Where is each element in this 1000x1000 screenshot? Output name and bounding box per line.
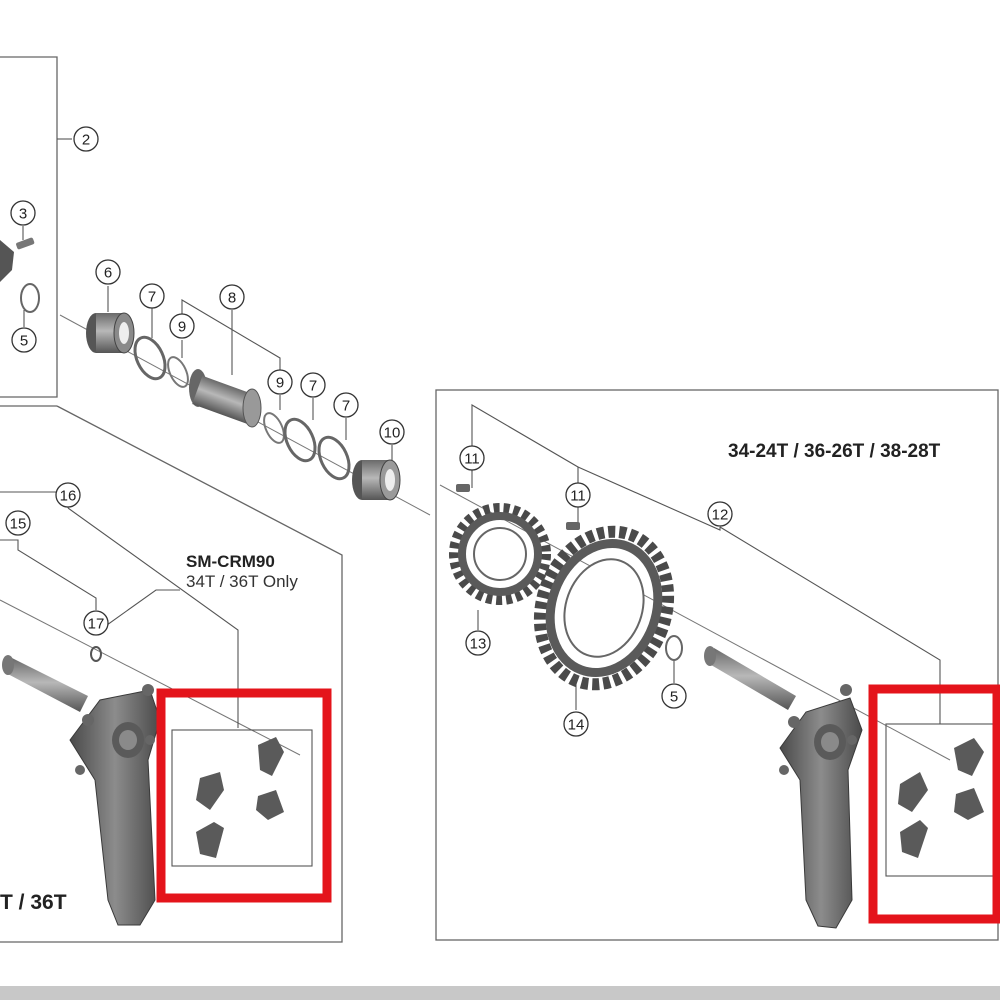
- bottom-bracket-sleeve: [189, 369, 262, 428]
- svg-text:15: 15: [10, 516, 27, 533]
- right-panel-frame: [435, 389, 999, 941]
- callout-10: 10: [379, 419, 405, 445]
- callout-7a: 7: [139, 283, 165, 309]
- svg-text:9: 9: [178, 319, 186, 336]
- svg-text:6: 6: [104, 265, 112, 282]
- right-bolt-caps: [898, 738, 984, 858]
- svg-text:5: 5: [20, 333, 28, 350]
- callout-8: 8: [219, 284, 245, 310]
- svg-text:11: 11: [464, 451, 480, 468]
- left-crank-arm: [2, 655, 161, 926]
- callout-7c: 7: [333, 392, 359, 418]
- spacer-ring-7a: [133, 335, 167, 381]
- svg-text:11: 11: [570, 488, 586, 505]
- svg-text:13: 13: [470, 636, 487, 653]
- callout-15: 15: [5, 510, 31, 536]
- o-ring-5-right: [665, 635, 683, 661]
- svg-text:17: 17: [88, 616, 105, 633]
- svg-text:8: 8: [228, 290, 236, 307]
- callout-5-right: 5: [661, 683, 687, 709]
- callout-9b: 9: [267, 369, 293, 395]
- callout-3: 3: [10, 200, 36, 226]
- chainring-bolts: [456, 484, 580, 530]
- crank-arm-edge-part: [0, 240, 14, 282]
- left-bolt-caps: [196, 737, 284, 858]
- o-ring-part: [20, 283, 40, 313]
- callout-11b: 11: [565, 482, 591, 508]
- svg-text:16: 16: [60, 488, 77, 505]
- small-washer-17: [90, 646, 102, 662]
- callout-5-left: 5: [11, 327, 37, 353]
- spacer-ring-9b: [263, 412, 285, 444]
- callout-6: 6: [95, 259, 121, 285]
- top-left-panel-frame: [0, 56, 58, 398]
- right-crank-arm: [704, 646, 863, 929]
- svg-text:9: 9: [276, 375, 284, 392]
- svg-text:12: 12: [712, 507, 729, 524]
- callout-9a: 9: [169, 313, 195, 339]
- model-label: SM-CRM90: [186, 552, 275, 571]
- svg-text:3: 3: [19, 206, 27, 223]
- right-teeth-label: 34-24T / 36-26T / 38-28T: [728, 441, 941, 462]
- callout-11a: 11: [459, 445, 485, 471]
- bottom-left-panel-frame: [0, 405, 343, 943]
- left-teeth-label: T / 36T: [0, 891, 67, 914]
- callout-16: 16: [55, 482, 81, 508]
- callout-13: 13: [465, 630, 491, 656]
- svg-text:7: 7: [342, 398, 350, 415]
- spacer-ring-7b: [283, 417, 317, 463]
- bottom-bracket-cup-left: [86, 312, 135, 354]
- callout-7b: 7: [300, 372, 326, 398]
- bottom-scroll-bar: [0, 986, 1000, 1000]
- left-highlight-box: [156, 688, 332, 903]
- spacer-ring-9a: [167, 356, 189, 388]
- svg-text:2: 2: [82, 132, 90, 149]
- model-note: 34T / 36T Only: [186, 572, 298, 591]
- bottom-bracket-cup-right: [352, 459, 401, 501]
- callout-17: 17: [83, 610, 109, 636]
- svg-text:10: 10: [384, 425, 401, 442]
- spacer-ring-7c: [317, 435, 351, 481]
- svg-text:5: 5: [670, 689, 678, 706]
- right-highlight-box: [868, 684, 1000, 924]
- callout-2: 2: [73, 126, 99, 152]
- svg-text:7: 7: [148, 289, 156, 306]
- large-chainring-14: [533, 525, 675, 691]
- callout-12: 12: [707, 501, 733, 527]
- svg-text:7: 7: [309, 378, 317, 395]
- svg-text:14: 14: [568, 717, 585, 734]
- fixing-bolt-part: [16, 237, 35, 250]
- callout-14: 14: [563, 711, 589, 737]
- left-inner-box: [171, 729, 313, 867]
- small-chainring-13: [449, 503, 551, 605]
